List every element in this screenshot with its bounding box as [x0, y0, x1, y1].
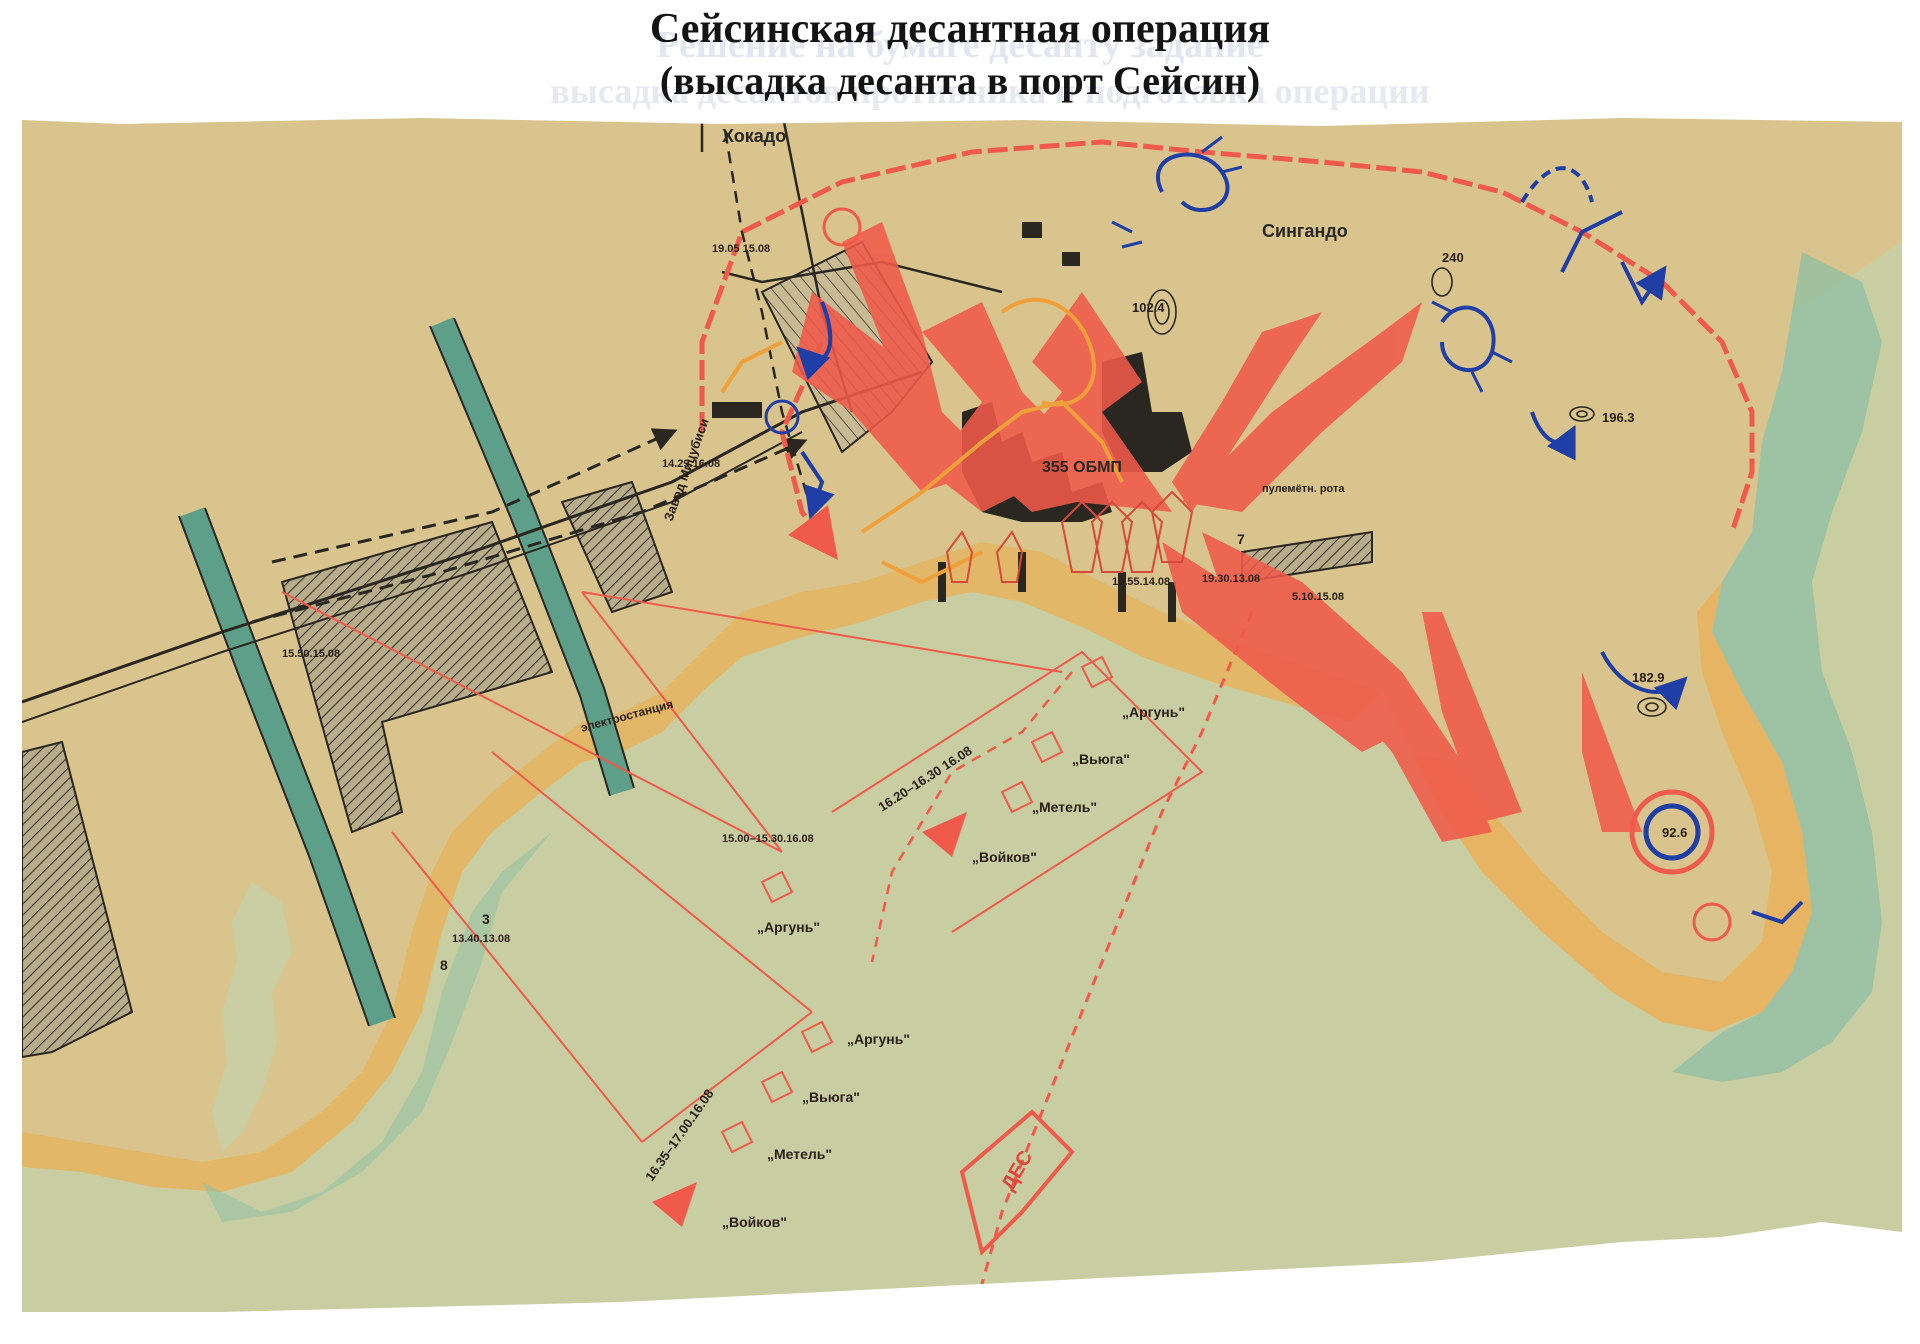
- red-encirclement-line: [699, 139, 1755, 533]
- west-lagoon: [212, 882, 292, 1152]
- ship-argun-3: „Аргунь": [847, 1031, 910, 1047]
- industrial-block-west: [280, 520, 554, 834]
- title-block: Решение на бумаге десанту задание высадк…: [0, 0, 1920, 118]
- town-block-3: [712, 402, 762, 418]
- height-182: 182.9: [1632, 670, 1665, 685]
- target-circle-92-inner: [1643, 803, 1701, 861]
- label-singando: Сингандо: [1262, 221, 1348, 241]
- river-middle: [430, 317, 634, 796]
- battery-mark-1: [822, 207, 862, 247]
- coast-wash-green-west: [202, 832, 552, 1222]
- operation-map: Хокадо Сингандо 355 ОБМП пулемётн. рота …: [22, 112, 1902, 1320]
- map-subtitle: (высадка десанта в порт Сейсин): [659, 58, 1261, 103]
- ship-voikov-top: [922, 812, 967, 857]
- ship-fire-lines: [281, 591, 1204, 1143]
- number-7: 7: [1237, 531, 1245, 547]
- ship-metel-1: „Метель": [1032, 799, 1097, 815]
- ship-vyuga-2: „Вьюга": [802, 1089, 860, 1105]
- torn-edge-top: [22, 112, 1902, 126]
- height-196: 196.3: [1602, 410, 1635, 425]
- time-t7: 13.40.13.08: [452, 933, 510, 945]
- dashed-advance-dark-2: [251, 438, 808, 624]
- number-3: 3: [482, 911, 490, 927]
- ship-metel-2: „Метель": [767, 1146, 832, 1162]
- land-mainland: [22, 112, 1902, 1162]
- river-west-border: [178, 507, 396, 1027]
- dashed-advance-dark: [271, 428, 678, 564]
- background-text-line2: высадка десантов противника и подготовка…: [550, 72, 1430, 110]
- ship-markers: [720, 655, 1114, 1154]
- piers: [938, 552, 1176, 622]
- town-block-2: [1062, 252, 1080, 266]
- map-title: Сейсинская десантная операция: [649, 6, 1271, 52]
- landing-approach: [870, 671, 1073, 963]
- coast-wash-orange-central: [22, 542, 1382, 1192]
- river-middle-border: [429, 317, 635, 797]
- des-landing-box: [959, 1109, 1075, 1256]
- number-8: 8: [440, 957, 448, 973]
- industrial-block-plant: [560, 480, 674, 614]
- ship-argun-2: „Аргунь": [757, 919, 820, 935]
- river-west: [179, 507, 395, 1027]
- height-contours: [1147, 267, 1667, 717]
- red-arc-west: [779, 340, 838, 560]
- orange-loop: [1000, 297, 1096, 407]
- blue-entrenchment-ticks: [1111, 135, 1513, 393]
- battery-mark-2: [1692, 902, 1732, 942]
- ship-argun-1: „Аргунь": [1122, 704, 1185, 720]
- time-t5: 19.30.13.08: [1202, 573, 1260, 585]
- orange-route: [720, 340, 1124, 585]
- time-t4: 14.55.14.08: [1112, 576, 1170, 588]
- time-t2: 14.29.16.08: [662, 458, 720, 470]
- battery-mark-3: [764, 399, 800, 435]
- time-t8: 15.00–15.30.16.08: [722, 833, 814, 845]
- coast-wash-green: [1672, 252, 1882, 1082]
- red-attack-arrows: [792, 222, 1642, 842]
- ship-voikov-1: „Войков": [972, 849, 1037, 865]
- ship-vyuga-1: „Вьюга": [1072, 751, 1130, 767]
- blue-positions: [796, 152, 1804, 925]
- ship-voikov-2: „Войков": [722, 1214, 787, 1230]
- height-102: 102.4: [1132, 300, 1165, 315]
- background-text-line1: Решение на бумаге десанту задание: [656, 24, 1264, 66]
- label-brigade: 355 ОБМП: [1042, 459, 1122, 476]
- time-t6: 5.10.15.08: [1292, 591, 1344, 603]
- target-circle-92: [1629, 789, 1715, 875]
- landing-ship-route: [970, 611, 1254, 1320]
- coast-wash-orange: [1412, 582, 1812, 1032]
- landing-craft: [945, 490, 1194, 583]
- time-t1: 19.05 15.08: [712, 243, 770, 255]
- town-block-1: [1022, 222, 1042, 238]
- industrial-block-far-west: [22, 740, 134, 1059]
- torn-edge-bottom: [22, 1222, 1902, 1320]
- height-240: 240: [1442, 250, 1464, 265]
- label-company: пулемётн. рота: [1262, 483, 1345, 495]
- railway-main: [22, 370, 923, 704]
- height-92: 92.6: [1662, 825, 1687, 840]
- label-hokado: Хокадо: [722, 126, 786, 146]
- ship-voikov-bottom: [652, 1182, 697, 1227]
- time-t3: 15.50.15.08: [282, 648, 340, 660]
